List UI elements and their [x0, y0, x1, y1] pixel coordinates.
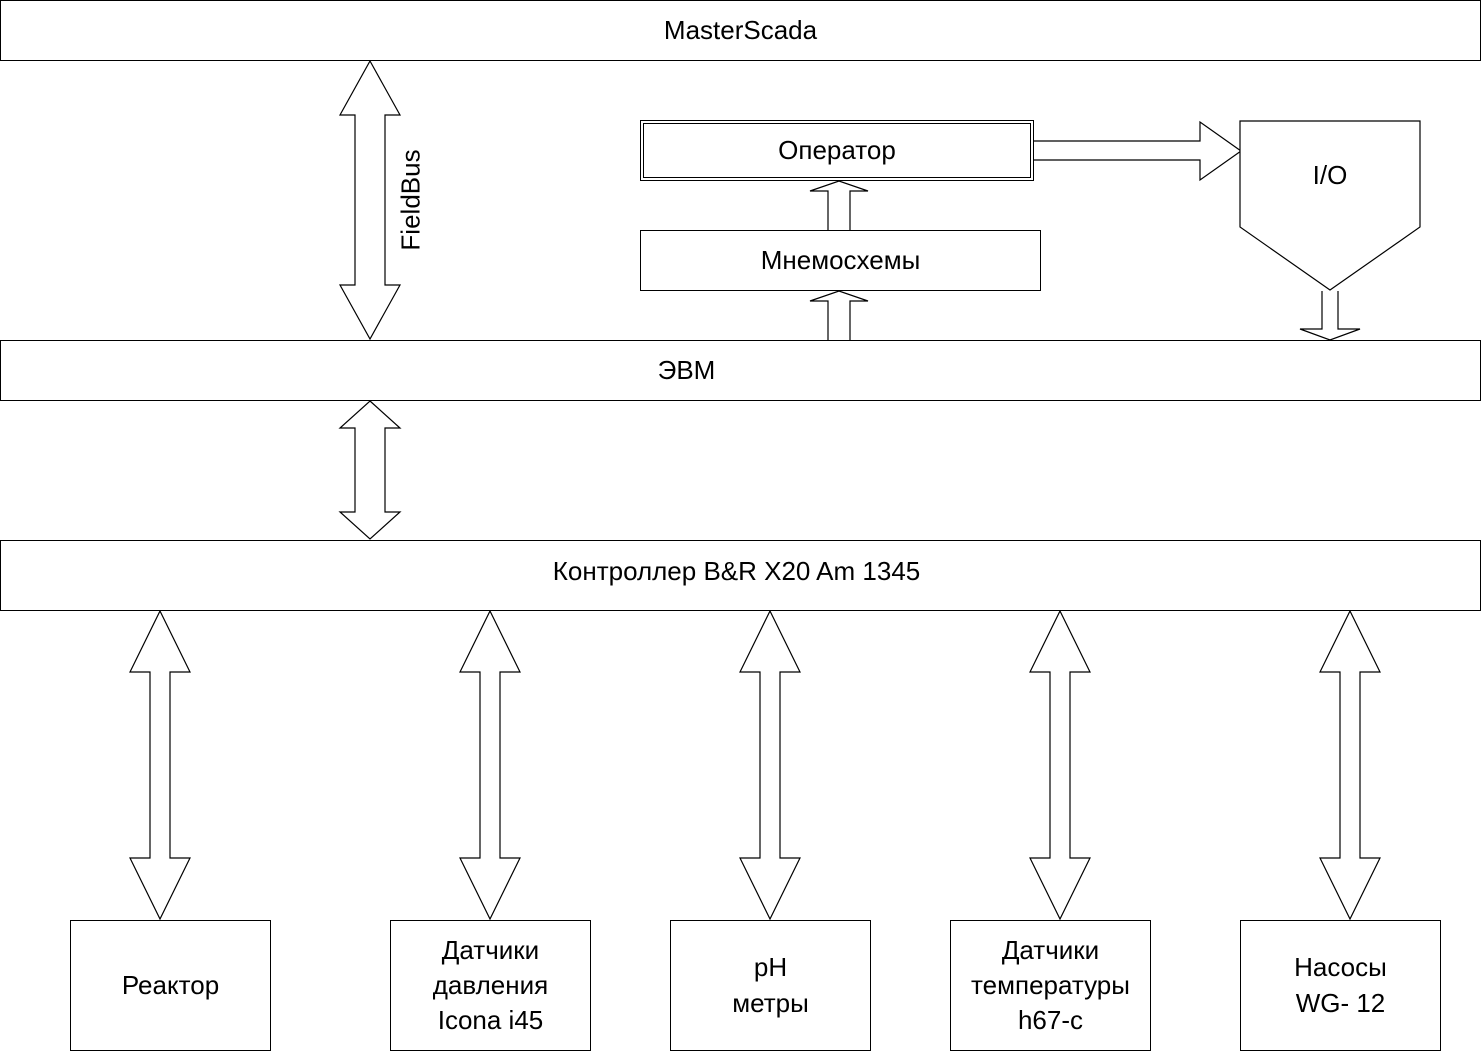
device-label: Реактор — [121, 969, 220, 1000]
device-label: Датчики температуры h67-c — [971, 934, 1130, 1036]
controller-block: Контроллер B&R X20 Am 1345 — [0, 540, 1481, 611]
fieldbus-label: FieldBus — [395, 149, 426, 251]
device-double-arrow-reactor — [129, 609, 191, 921]
operator-label: Оператор — [778, 134, 896, 165]
device-reactor: Реактор — [70, 920, 271, 1051]
io-label: I/O — [1312, 160, 1348, 190]
device-double-arrow-pressure — [459, 609, 521, 921]
device-double-arrow-ph — [739, 609, 801, 921]
device-label: Датчики давления Icona i45 — [432, 934, 549, 1036]
device-double-arrow-pumps — [1319, 609, 1381, 921]
evm-controller-double-arrow — [338, 400, 402, 540]
masterscada-label: MasterScada — [663, 14, 818, 45]
io-block — [1239, 120, 1421, 291]
device-label: pH метры — [732, 952, 809, 1018]
mnemo-block: Мнемосхемы — [640, 230, 1041, 291]
masterscada-block: MasterScada — [0, 0, 1481, 61]
operator-block: Оператор — [640, 120, 1034, 181]
device-temperature-sensors: Датчики температуры h67-c — [950, 920, 1151, 1051]
device-pumps: Насосы WG- 12 — [1240, 920, 1441, 1051]
device-double-arrow-temperature — [1029, 609, 1091, 921]
fieldbus-double-arrow — [338, 59, 402, 341]
mnemo-to-operator-arrow — [809, 180, 869, 230]
io-to-evm-arrow — [1299, 291, 1361, 341]
evm-to-mnemo-arrow — [809, 290, 869, 340]
device-label: Насосы WG- 12 — [1294, 952, 1387, 1018]
evm-block: ЭВМ — [0, 340, 1481, 401]
operator-to-io-arrow — [1034, 120, 1243, 182]
controller-label: Контроллер B&R X20 Am 1345 — [552, 555, 921, 586]
evm-label: ЭВМ — [657, 354, 716, 385]
device-ph-meters: pH метры — [670, 920, 871, 1051]
device-pressure-sensors: Датчики давления Icona i45 — [390, 920, 591, 1051]
mnemo-label: Мнемосхемы — [760, 244, 921, 275]
